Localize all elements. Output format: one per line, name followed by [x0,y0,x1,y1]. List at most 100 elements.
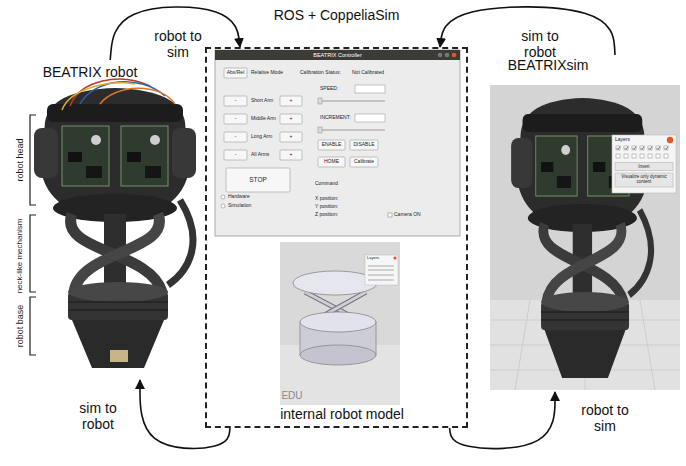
model-plate [293,271,377,295]
gui-text: SPEED: [320,86,338,92]
cable [62,83,135,110]
gui-button [224,132,247,142]
gui-button [224,96,247,106]
gui-slider [318,100,385,101]
gui-text: STOP [249,176,267,183]
gui-text: Relative Mode [251,70,283,76]
gui-input [355,85,385,93]
gui-text: Middle Arm [251,116,276,122]
checkbox [648,154,652,158]
bracket [30,297,36,355]
gui-text: ENABLE [322,142,342,148]
gui-button [280,132,302,142]
robot-photo-panel: BEATRIX robot [35,60,195,380]
panel-button [615,163,673,171]
gui-button [226,168,290,192]
gui-button [318,157,345,167]
window-close [452,53,457,58]
window-close [393,256,396,259]
checkbox [616,154,620,158]
window-button [445,53,450,58]
gui-text: + [290,98,293,104]
bracket [30,215,36,292]
gui-text: - [235,152,237,158]
gui-button [280,150,302,160]
check-marks [617,147,669,150]
layers-panel [365,255,398,285]
slider-knob [318,98,322,104]
gui-text: + [290,116,293,122]
gui-input [355,114,385,122]
bracket [30,115,36,205]
base-board [110,350,128,362]
gui-text: DISABLE [353,142,374,148]
panel-button [615,173,673,187]
gui-button [224,150,247,160]
gui-text: + [290,152,293,158]
model-cylinder-bottom [300,345,376,365]
edge-label: robot to sim [153,28,203,60]
ros-frame: ROS + CoppeliaSimBEATRIX Controllerinter… [205,47,468,428]
gui-text: Y position: [315,204,338,210]
gui-button [350,157,378,167]
node-heading: Layers [367,256,392,261]
edge-label: sim to robot [515,28,565,60]
gui-text: Hardware [228,194,250,200]
gui-button [224,68,247,78]
robot-photo [34,88,196,368]
model-view [280,242,400,405]
gui-text: Long Arm [251,134,272,140]
sim-view [490,85,680,390]
gui-button [350,140,378,150]
gui-text: Z position: [315,212,338,218]
layers-panel [612,135,676,193]
watermark: EDU [281,390,302,402]
gui-text: - [235,116,237,122]
cable [100,88,175,104]
gui-text: + [290,134,293,140]
flow-arrow [450,392,555,449]
flow-arrow [110,7,240,60]
checkbox [624,154,628,158]
checkbox-row [368,266,394,280]
gui-button [318,140,345,150]
slider-knob [318,127,322,133]
gui-text: Simulation [228,203,251,209]
cable [80,82,165,104]
gui-text: - [235,134,237,140]
gui-title-bar [215,50,460,60]
layers-panel: LayersInvertVisualize only dynamic conte… [612,135,676,193]
gui-button [224,114,247,124]
edge-label: robot to sim [580,402,630,434]
layers-panel: Layers [365,255,398,285]
gui-button [280,96,302,106]
gui-text: Not Calibrated [352,70,384,76]
node-heading: ROS + CoppeliaSim [207,7,466,23]
part-label: robot base [15,305,25,348]
model-cylinder-top [300,312,376,332]
gui-text: Calibrate [354,159,374,165]
part-label: neck-like mechanism [15,219,24,294]
node-text: Invert [615,164,673,169]
node-heading: Layers [615,137,655,143]
gui-text: Abs/Rel [227,70,245,76]
window-close [667,137,673,143]
model-floor [280,345,400,405]
gui-text: Camera ON [394,212,421,218]
radio-button [221,204,225,208]
gui-slider [318,129,385,130]
window-button [438,53,443,58]
gui-text: HOME [324,159,339,165]
part-label: robot head [15,138,25,181]
gui-window [215,50,460,236]
checkbox [632,154,636,158]
gui-text: Calibration Status: [300,70,341,76]
gui-button [280,114,302,124]
radio-button [221,195,225,199]
sim-view-panel: BEATRIXsimLayersInvertVisualize only dyn… [490,55,680,392]
node-heading: BEATRIX Controller [215,52,460,58]
checkbox [640,154,644,158]
checkbox [664,154,668,158]
node-heading: BEATRIX robot [25,64,155,80]
